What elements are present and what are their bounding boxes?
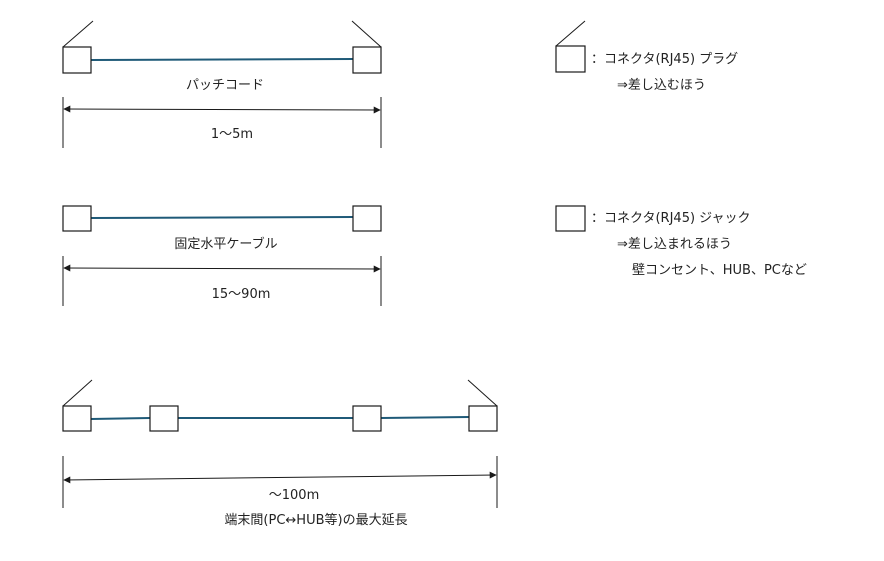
- jack-legend-examples: 壁コンセント、HUB、PCなど: [632, 263, 807, 278]
- patch-cord-cable: [90, 58, 354, 61]
- wall-jack-connector: [149, 405, 179, 432]
- fixed-cable-line: [90, 216, 354, 219]
- patch-cord-length: 1～5m: [211, 127, 253, 142]
- plug-legend-bevel: [555, 20, 586, 47]
- right-plug-connector: [352, 46, 382, 74]
- left-patch-cord: [90, 417, 151, 420]
- plug-legend-title: ：コネクタ(RJ45) プラグ: [591, 52, 738, 67]
- jack-legend-icon: [555, 205, 586, 232]
- left-jack-connector: [62, 205, 92, 232]
- fixed-cable-length: 15～90m: [212, 287, 271, 302]
- hub-plug-connector: [468, 405, 498, 432]
- left-plug-bevel: [62, 20, 94, 48]
- plug-legend-note: ⇒差し込むほう: [617, 78, 706, 93]
- end-to-end-caption: 端末間(PC↔HUB等)の最大延長: [224, 512, 407, 528]
- plug-legend-icon: [555, 45, 586, 73]
- right-plug-bevel: [467, 379, 498, 407]
- fixed-cable-label: 固定水平ケーブル: [174, 236, 277, 252]
- end-to-end-diagram: ～100m 端末間(PC↔HUB等)の最大延長: [62, 379, 498, 528]
- patch-panel-jack-connector: [352, 405, 382, 432]
- jack-legend-note: ⇒差し込まれるほう: [617, 237, 732, 252]
- right-patch-cord: [380, 416, 470, 419]
- left-plug-bevel: [62, 379, 93, 407]
- legend-plug: ：コネクタ(RJ45) プラグ ⇒差し込むほう: [555, 20, 738, 93]
- patch-cord-diagram: パッチコード 1～5m: [62, 20, 382, 148]
- right-jack-connector: [352, 205, 382, 232]
- left-plug-connector: [62, 46, 92, 74]
- fixed-cable-diagram: 固定水平ケーブル 15～90m: [62, 205, 382, 306]
- right-plug-bevel: [351, 20, 382, 48]
- patch-cord-dimension-arrow: [63, 105, 381, 114]
- end-to-end-length: ～100m: [269, 488, 319, 503]
- jack-legend-title: ：コネクタ(RJ45) ジャック: [591, 211, 751, 226]
- patch-cord-label: パッチコード: [186, 78, 264, 93]
- end-to-end-dimension-arrow: [63, 471, 497, 484]
- legend-jack: ：コネクタ(RJ45) ジャック ⇒差し込まれるほう 壁コンセント、HUB、PC…: [555, 205, 807, 278]
- pc-plug-connector: [62, 405, 92, 432]
- fixed-cable-dimension-arrow: [63, 264, 381, 273]
